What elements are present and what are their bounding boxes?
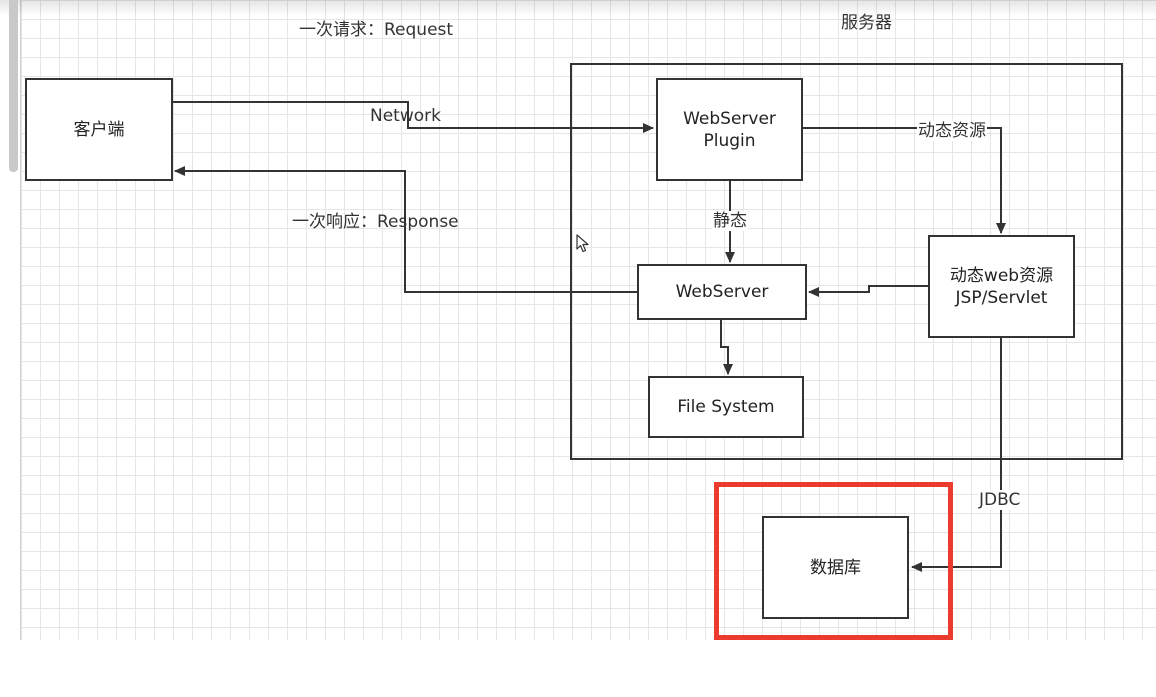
webserver-plugin-label: WebServer Plugin xyxy=(683,108,776,151)
client-box: 客户端 xyxy=(25,78,173,181)
file-system-box: File System xyxy=(648,376,804,438)
file-system-label: File System xyxy=(677,397,775,417)
network-label: Network xyxy=(370,106,441,126)
webserver-label: WebServer xyxy=(675,282,769,302)
link-plugin-to-dynamic xyxy=(803,127,1006,234)
dynamic-web-resource-box: 动态web资源 JSP/Servlet xyxy=(928,235,1075,338)
link-dynamic-to-database xyxy=(911,338,1002,572)
request-label: 一次请求：Request xyxy=(299,20,454,40)
dynamic-resource-label: 动态资源 xyxy=(917,121,987,141)
server-container xyxy=(570,63,1123,460)
link-webserver-to-filesystem xyxy=(720,318,733,375)
mouse-pointer-icon xyxy=(576,234,589,253)
static-label: 静态 xyxy=(712,211,748,231)
jdbc-label: JDBC xyxy=(978,490,1022,510)
link-client-to-plugin xyxy=(173,101,654,133)
dynamic-web-resource-label: 动态web资源 JSP/Servlet xyxy=(949,265,1054,308)
server-title: 服务器 xyxy=(841,13,892,33)
client-label: 客户端 xyxy=(73,119,125,140)
database-label: 数据库 xyxy=(810,557,861,578)
link-webserver-to-client xyxy=(174,166,637,293)
link-dynamic-to-webserver xyxy=(808,285,928,297)
webserver-box: WebServer xyxy=(637,264,807,320)
webserver-plugin-box: WebServer Plugin xyxy=(656,78,803,181)
database-highlight-frame xyxy=(714,482,953,640)
response-label: 一次响应：Response xyxy=(292,212,459,232)
vertical-scrollbar-thumb[interactable] xyxy=(9,0,18,172)
database-box: 数据库 xyxy=(762,516,909,619)
